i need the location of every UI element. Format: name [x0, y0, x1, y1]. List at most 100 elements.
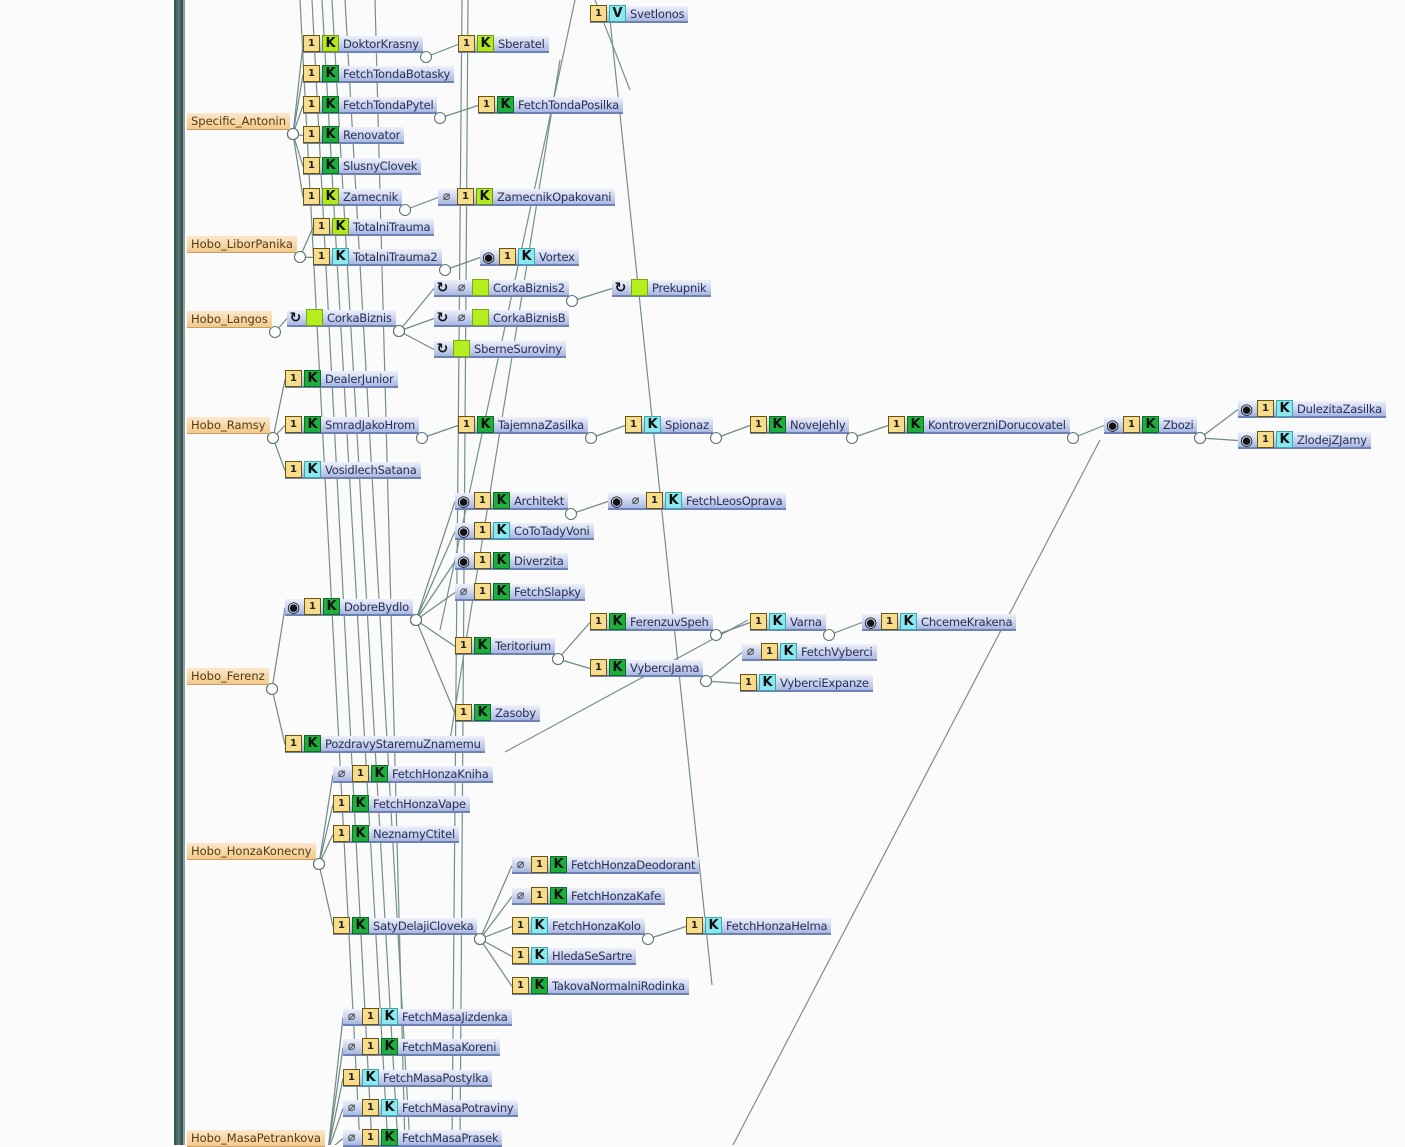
- quest-root-node[interactable]: Hobo_Langos: [187, 311, 272, 328]
- edge-port-circle[interactable]: [699, 674, 713, 688]
- edge-port-circle[interactable]: [565, 294, 579, 308]
- edge-port-circle[interactable]: [265, 682, 279, 696]
- graph-edge: [851, 424, 889, 439]
- dialog-icon: 1: [285, 416, 302, 433]
- dialog-icon: 1: [1123, 416, 1140, 433]
- edge-port-circle[interactable]: [709, 431, 723, 445]
- edge-port-circle[interactable]: [398, 203, 412, 217]
- edge-port-circle[interactable]: [473, 932, 487, 946]
- edge-port-circle[interactable]: [438, 263, 452, 277]
- quest-node[interactable]: ↻CorkaBiznis: [287, 309, 396, 327]
- edge-port-circle[interactable]: [392, 324, 406, 338]
- edge-port-circle[interactable]: [419, 50, 433, 64]
- edge-port-circle[interactable]: [709, 628, 723, 642]
- edge-port-circle[interactable]: [564, 507, 578, 521]
- quest-k-icon: K: [493, 583, 510, 600]
- quest-node[interactable]: ↻SberneSuroviny: [434, 340, 566, 358]
- edge-port-circle[interactable]: [415, 431, 429, 445]
- edge-port-circle[interactable]: [409, 613, 423, 627]
- dialog-icon: 1: [303, 65, 320, 82]
- edge-port-circle[interactable]: [584, 431, 598, 445]
- edge-port-circle[interactable]: [822, 628, 836, 642]
- edge-port-circle[interactable]: [551, 652, 565, 666]
- quest-node[interactable]: ↻Prekupnik: [612, 279, 711, 297]
- edge-port-circle[interactable]: [312, 857, 326, 871]
- quest-k-icon: K: [769, 613, 786, 630]
- edge-port-circle[interactable]: [1193, 431, 1207, 445]
- quest-f-icon: K: [322, 188, 339, 205]
- quest-node[interactable]: ↻⌀CorkaBiznis2: [434, 279, 569, 297]
- edge-port-circle[interactable]: [268, 325, 282, 339]
- edge-port-circle[interactable]: [641, 932, 655, 946]
- edge-port-circle[interactable]: [293, 250, 307, 264]
- edge-port-circle[interactable]: [1066, 431, 1080, 445]
- quest-node[interactable]: ↻⌀CorkaBiznisB: [434, 309, 570, 327]
- edge-port-circle[interactable]: [845, 431, 859, 445]
- quest-node-label: CorkaBiznis2: [493, 280, 565, 295]
- quest-root-node[interactable]: Hobo_Ramsy: [187, 417, 270, 434]
- quest-root-node[interactable]: Specific_Antonin: [187, 113, 290, 130]
- quest-root-node[interactable]: Hobo_HonzaKonecny: [187, 843, 316, 860]
- quest-root-node[interactable]: Hobo_Ferenz: [187, 668, 269, 685]
- edge-port-circle[interactable]: [266, 431, 280, 445]
- edge-port-circle[interactable]: [286, 127, 300, 141]
- edge-port-circle[interactable]: [433, 111, 447, 125]
- quest-root-node[interactable]: Hobo_LiborPanika: [187, 236, 297, 253]
- quest-root-node[interactable]: Hobo_MasaPetrankova: [187, 1130, 326, 1147]
